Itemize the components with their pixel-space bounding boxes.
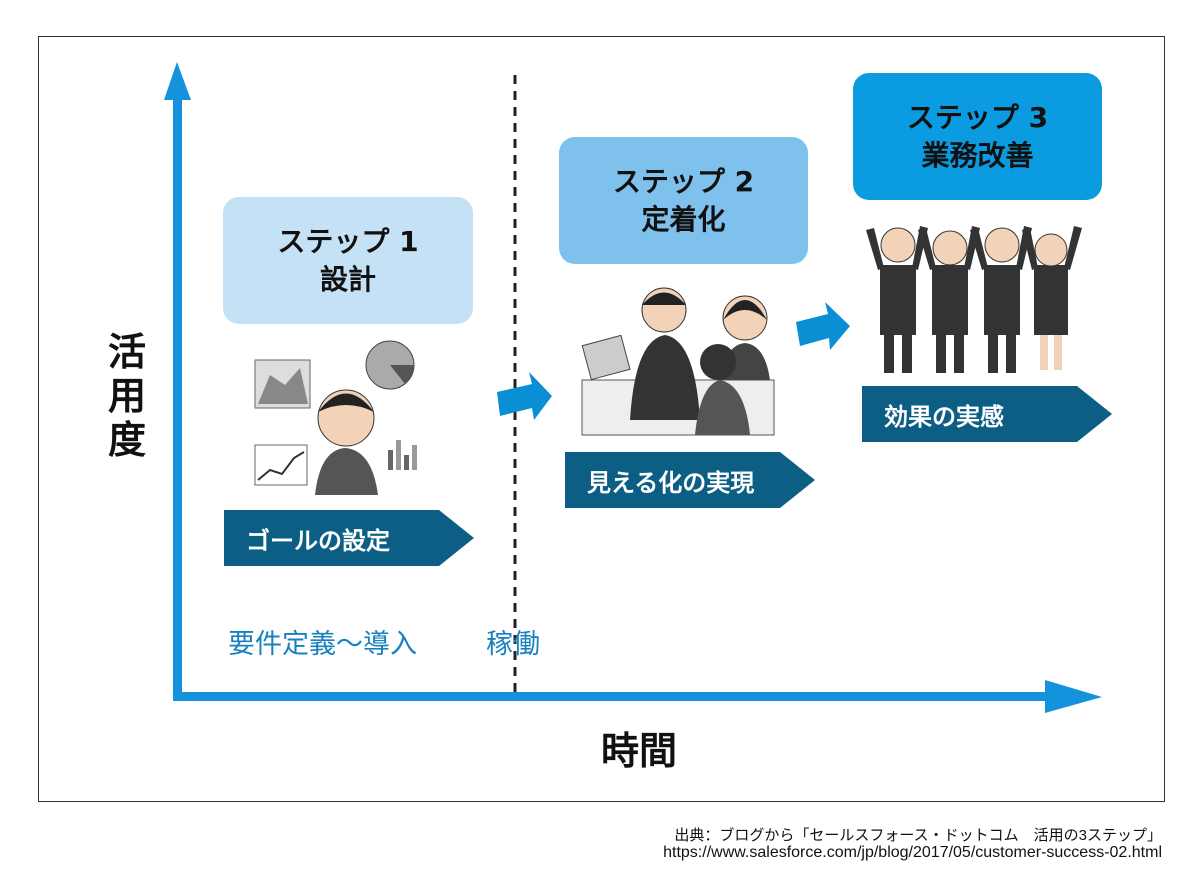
step-1-subtitle: 設計	[319, 262, 376, 296]
step-2-title: ステップ 2	[612, 164, 755, 198]
step-2-subtitle: 定着化	[641, 202, 726, 236]
phase-operation: 稼働	[486, 629, 540, 660]
arrow-step2-to-step3	[796, 302, 850, 350]
step-3-subtitle: 業務改善	[921, 138, 1034, 172]
step-2-box: ステップ 2 定着化	[559, 137, 808, 264]
step-1-box: ステップ 1 設計	[223, 197, 473, 324]
source-url: https://www.salesforce.com/jp/blog/2017/…	[663, 844, 1162, 861]
meeting-illustration	[581, 287, 775, 436]
diagram-frame	[38, 36, 1165, 802]
x-axis-label: 時間	[601, 729, 678, 773]
step-3-title: ステップ 3	[906, 100, 1049, 134]
arrow-step1-to-step2	[497, 372, 552, 420]
step-3-box: ステップ 3 業務改善	[853, 73, 1102, 200]
step-2-banner: 見える化の実現	[565, 452, 815, 508]
celebrating-team-illustration	[866, 226, 1082, 373]
phase-implementation: 要件定義～導入	[228, 629, 417, 660]
source-caption: 出典：ブログから「セールスフォース・ドットコム 活用の3ステップ」	[674, 827, 1162, 844]
y-axis-label: 活用度	[108, 330, 147, 462]
step-3-banner: 効果の実感	[862, 386, 1112, 442]
thinking-person-illustration	[254, 340, 425, 495]
x-axis-arrow	[173, 680, 1102, 713]
step-1-title: ステップ 1	[277, 224, 419, 258]
y-axis-arrow	[164, 62, 191, 700]
step-1-banner: ゴールの設定	[224, 510, 474, 566]
